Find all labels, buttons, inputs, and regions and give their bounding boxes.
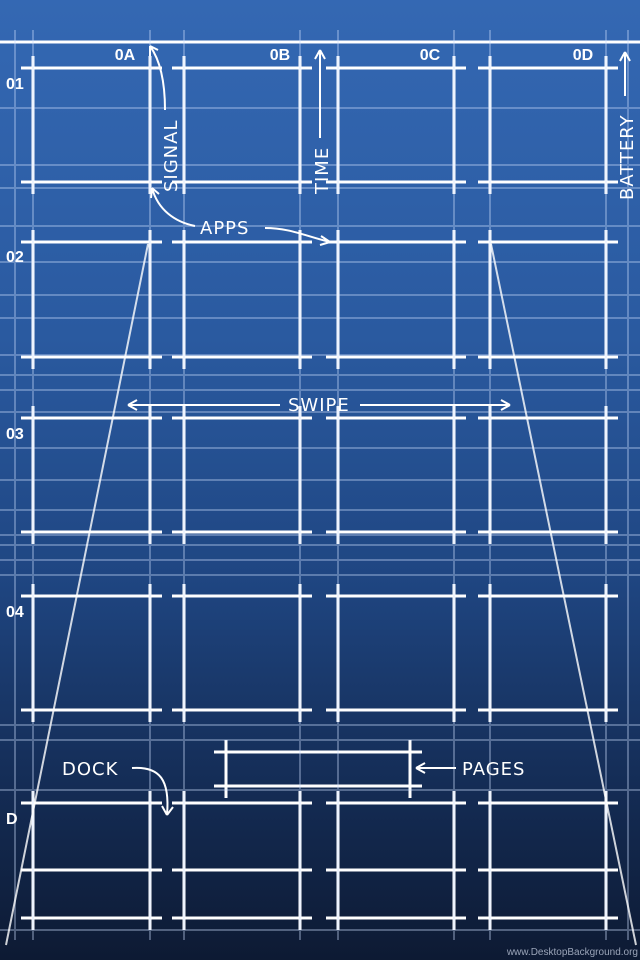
column-label: 0C (420, 47, 441, 64)
signal-arrow (149, 45, 166, 111)
annotation-arrows (127, 45, 631, 816)
pages-arrow (415, 762, 456, 774)
row-label: 01 (6, 76, 24, 93)
swipe-arrow-right (360, 399, 511, 411)
dock-row-label: D (6, 811, 18, 828)
row-label: 04 (6, 604, 24, 621)
row-label: 03 (6, 426, 24, 443)
swipe-annotation: SWIPE (288, 395, 350, 416)
dock-arrow (131, 766, 174, 816)
row-label: 02 (6, 249, 24, 266)
perspective-lines (5, 243, 637, 946)
column-label: 0D (573, 47, 593, 64)
swipe-arrow-left (127, 399, 280, 411)
time-arrow (314, 49, 326, 138)
apps-time-arrow (264, 227, 331, 246)
battery-annotation: BATTERY (617, 114, 638, 200)
perspective-line-left (5, 243, 149, 946)
watermark: www.DesktopBackground.org (506, 947, 638, 958)
time-annotation: TIME (312, 147, 333, 195)
dock-annotation: DOCK (62, 759, 119, 780)
apps-signal-arrow (150, 187, 196, 227)
battery-arrow (619, 51, 631, 96)
signal-annotation: SIGNAL (161, 120, 182, 193)
apps-annotation: APPS (200, 218, 249, 239)
perspective-line-right (490, 243, 637, 946)
column-label: 0A (115, 47, 136, 64)
column-label: 0B (270, 47, 290, 64)
pages-annotation: PAGES (462, 759, 525, 780)
